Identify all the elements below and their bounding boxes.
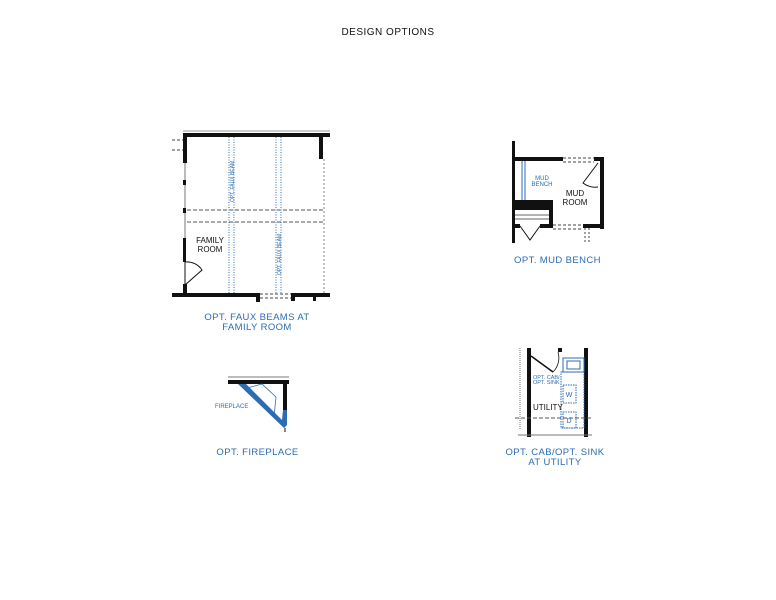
page-title: DESIGN OPTIONS — [341, 27, 435, 38]
caption-faux-beams-line2: FAMILY ROOM — [222, 322, 292, 333]
mud-bench-label-1: MUD — [535, 176, 549, 182]
fireplace-label: FIREPLACE — [215, 404, 248, 410]
mud-room-label-2: ROOM — [563, 198, 588, 207]
mud-room-plan: MUD BENCH MUD ROOM — [512, 141, 604, 243]
dryer-label: D — [566, 418, 571, 425]
washer-label: W — [566, 392, 573, 399]
faux-beam-1 — [228, 137, 235, 293]
beam-label-1: OPT. FAUX BEAM — [230, 161, 236, 202]
mud-room-label-1: MUD — [566, 189, 584, 198]
caption-faux-beams: OPT. FAUX BEAMS AT FAMILY ROOM — [172, 313, 342, 333]
caption-fireplace: OPT. FIREPLACE — [216, 447, 299, 458]
utility-label: UTILITY — [533, 403, 563, 412]
caption-utility-line1: OPT. CAB/OPT. SINK — [505, 447, 605, 458]
utility-plan: OPT. CAB/ OPT. SINK W D UTILITY — [515, 348, 592, 437]
family-room-label-2: ROOM — [198, 245, 223, 254]
cab-label-1: OPT. CAB/ — [533, 375, 560, 381]
family-room-label-1: FAMILY — [196, 236, 225, 245]
beam-label-2: OPT. FAUX BEAM — [277, 234, 283, 275]
fireplace-plan: FIREPLACE — [215, 376, 289, 432]
caption-utility: OPT. CAB/OPT. SINK AT UTILITY — [480, 448, 630, 468]
caption-mud-bench: OPT. MUD BENCH — [514, 255, 601, 266]
faux-beam-2 — [275, 137, 282, 293]
caption-faux-beams-line1: OPT. FAUX BEAMS AT — [204, 312, 310, 323]
mud-bench-label-2: BENCH — [531, 182, 552, 188]
caption-utility-line2: AT UTILITY — [528, 457, 582, 468]
cab-label-2: OPT. SINK — [533, 380, 560, 386]
family-room-plan: OPT. FAUX BEAM OPT. FAUX BEAM FAMILY ROO… — [172, 130, 330, 302]
